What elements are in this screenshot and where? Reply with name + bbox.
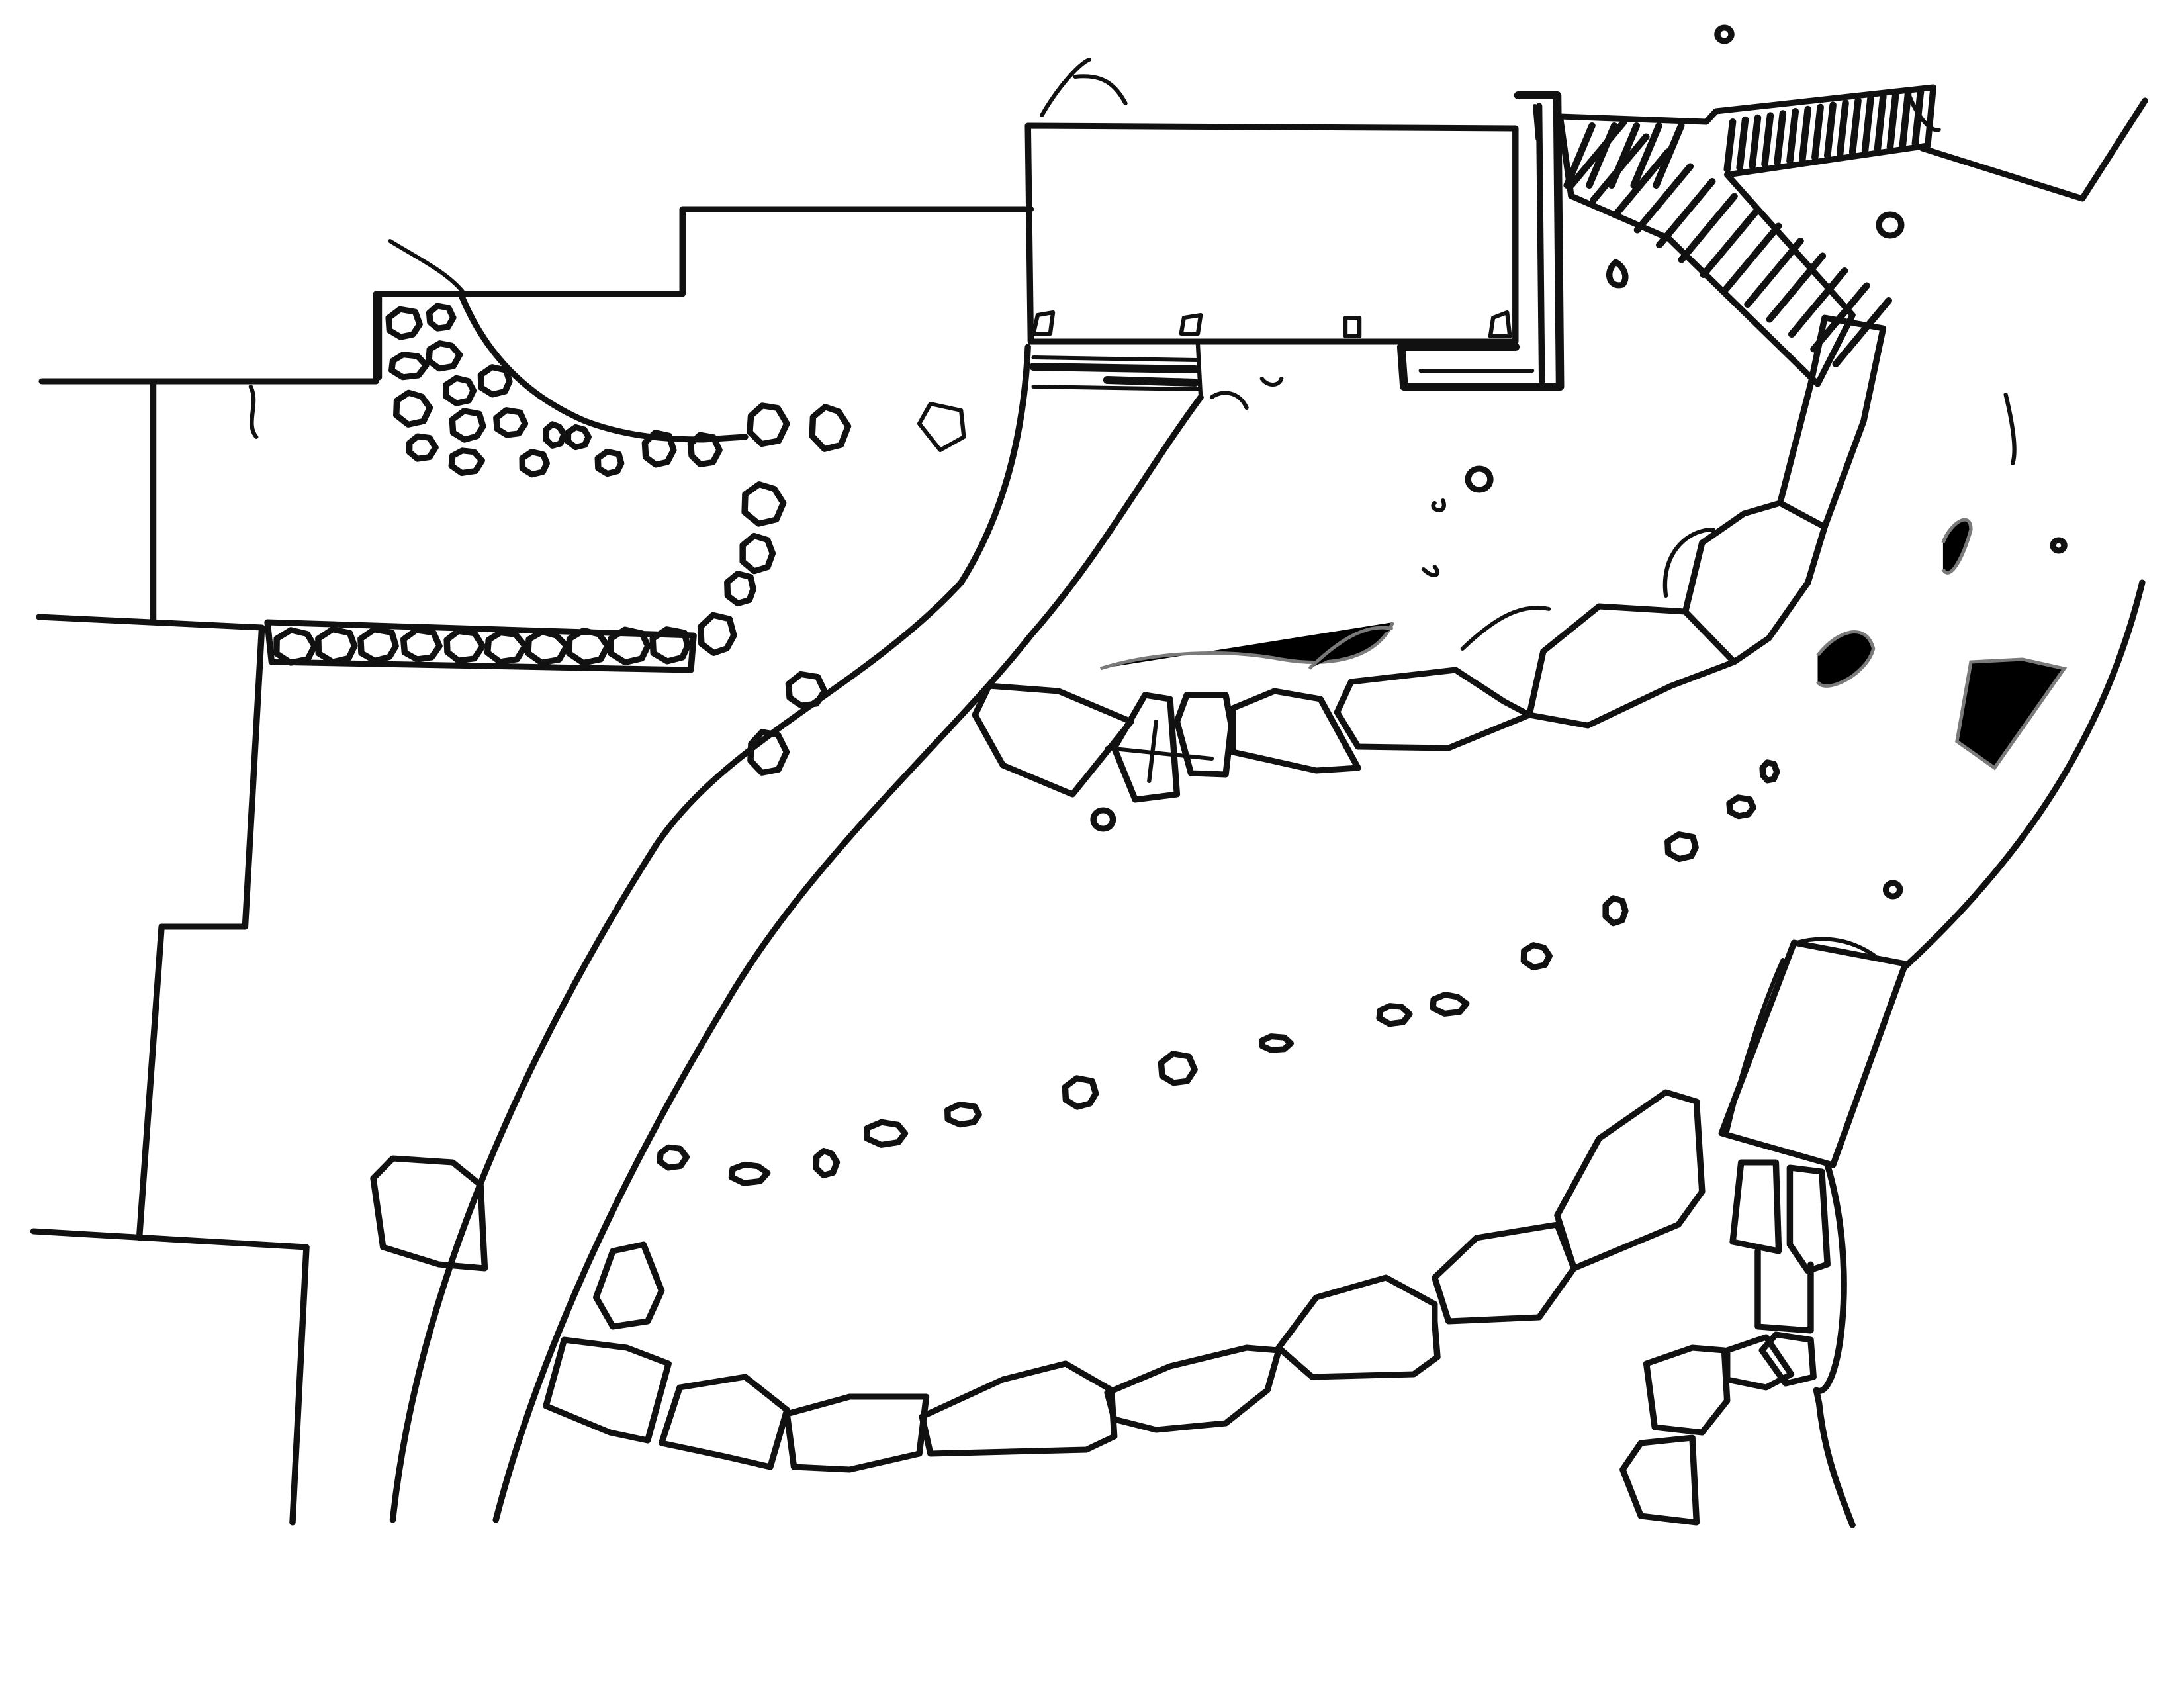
garden-shed [1718,937,1909,1168]
flagstone [697,612,737,656]
wall-stone [608,626,651,666]
stair-hatch [1799,105,1812,163]
wall-stone [315,626,358,665]
stair-hatch [1774,110,1787,166]
flagstone [543,421,567,449]
flagstone [741,481,787,527]
stair-hatch [1678,193,1738,263]
flagstone [785,671,828,709]
flagstone [426,340,463,372]
flagstone [747,729,790,776]
stepping-stone [1664,831,1699,863]
stair-hatch [1899,89,1912,149]
wall-stone [273,627,318,666]
flagstone-patio [375,239,852,776]
stepping-stone [1759,759,1780,784]
stair-hatch [1630,122,1662,189]
flagstone [687,432,723,467]
flagstone [426,303,457,332]
shrub-markers [1090,24,2068,900]
stepping-stone [1602,895,1629,927]
stepping-stone [656,1144,690,1171]
stair-hatch [1848,97,1862,156]
flagstone [747,402,790,447]
flagstone [448,447,485,477]
flagstone [442,375,477,406]
property-boundary [1813,97,2148,1528]
wall-stone [443,628,486,664]
stair-hatch [1786,108,1799,164]
stepping-stones [656,759,1780,1186]
wall-stone [484,630,529,665]
hatched-stairs [1557,84,1941,387]
faint-sketch-lines [917,377,2068,771]
stair-hatch [1736,116,1749,171]
stepping-stone [864,1119,909,1148]
flagstone [724,571,756,607]
stair-hatch [1633,163,1694,234]
stepping-stone [944,1101,982,1128]
stepping-stone [1376,1003,1413,1027]
stair-hatch [1788,267,1848,338]
wall-outline [264,619,697,673]
stair-hatch [1861,95,1874,154]
flagstone [565,424,592,451]
stair-hatch [1832,297,1893,367]
flagstone [809,404,852,452]
stair-hatch [1811,103,1824,161]
stepping-stone [1158,1051,1198,1086]
stepping-stone [728,1161,771,1186]
stair-hatch [1886,91,1899,151]
wall-stone [649,626,691,665]
wall-stone [357,626,399,664]
curved-driveway [389,344,1204,1523]
stair-hatch [1823,101,1837,160]
stair-hatch [1749,114,1762,169]
stair-hatch [1744,238,1804,308]
stepping-stone [1259,1033,1295,1053]
stair-hatch [1653,122,1685,189]
stepping-stone [1520,942,1553,971]
stair-hatch [1766,252,1827,323]
wall-stone [566,627,611,666]
stepping-stone [1726,794,1756,820]
boulder-border-lower [370,1089,1706,1473]
house-outline [30,206,1034,1526]
stepping-stone [813,1148,841,1178]
stair-hatch [1608,122,1641,189]
flagstone [393,389,433,428]
stepping-stone [1430,992,1470,1017]
stair-hatch [1563,122,1596,189]
stair-hatch [1723,118,1737,173]
flagstone [385,306,423,340]
flagstone [388,352,430,381]
deck-building [1024,58,1565,399]
stone-wall [264,619,697,673]
flagstone [493,407,529,438]
flagstone [477,364,513,398]
boulder-border-upper [972,314,1887,803]
stair-hatch [1836,99,1849,158]
stair-hatch [1656,178,1716,248]
stair-hatch [1586,122,1618,189]
flagstone [641,430,677,468]
wall-stone [525,628,570,666]
flagstone [406,433,439,462]
stair-hatch [1721,222,1782,293]
stepping-stone [1062,1075,1099,1110]
stair-hatch [1761,112,1774,168]
wall-stone [400,627,443,663]
flagstone [594,448,625,477]
flagstone [739,532,776,575]
flagstone [519,449,550,478]
stair-hatch [1700,208,1760,278]
stair-hatch [1612,148,1672,218]
stair-hatch [1874,93,1887,152]
flagstone-walk [1619,1159,1831,1526]
flagstone [449,408,486,443]
